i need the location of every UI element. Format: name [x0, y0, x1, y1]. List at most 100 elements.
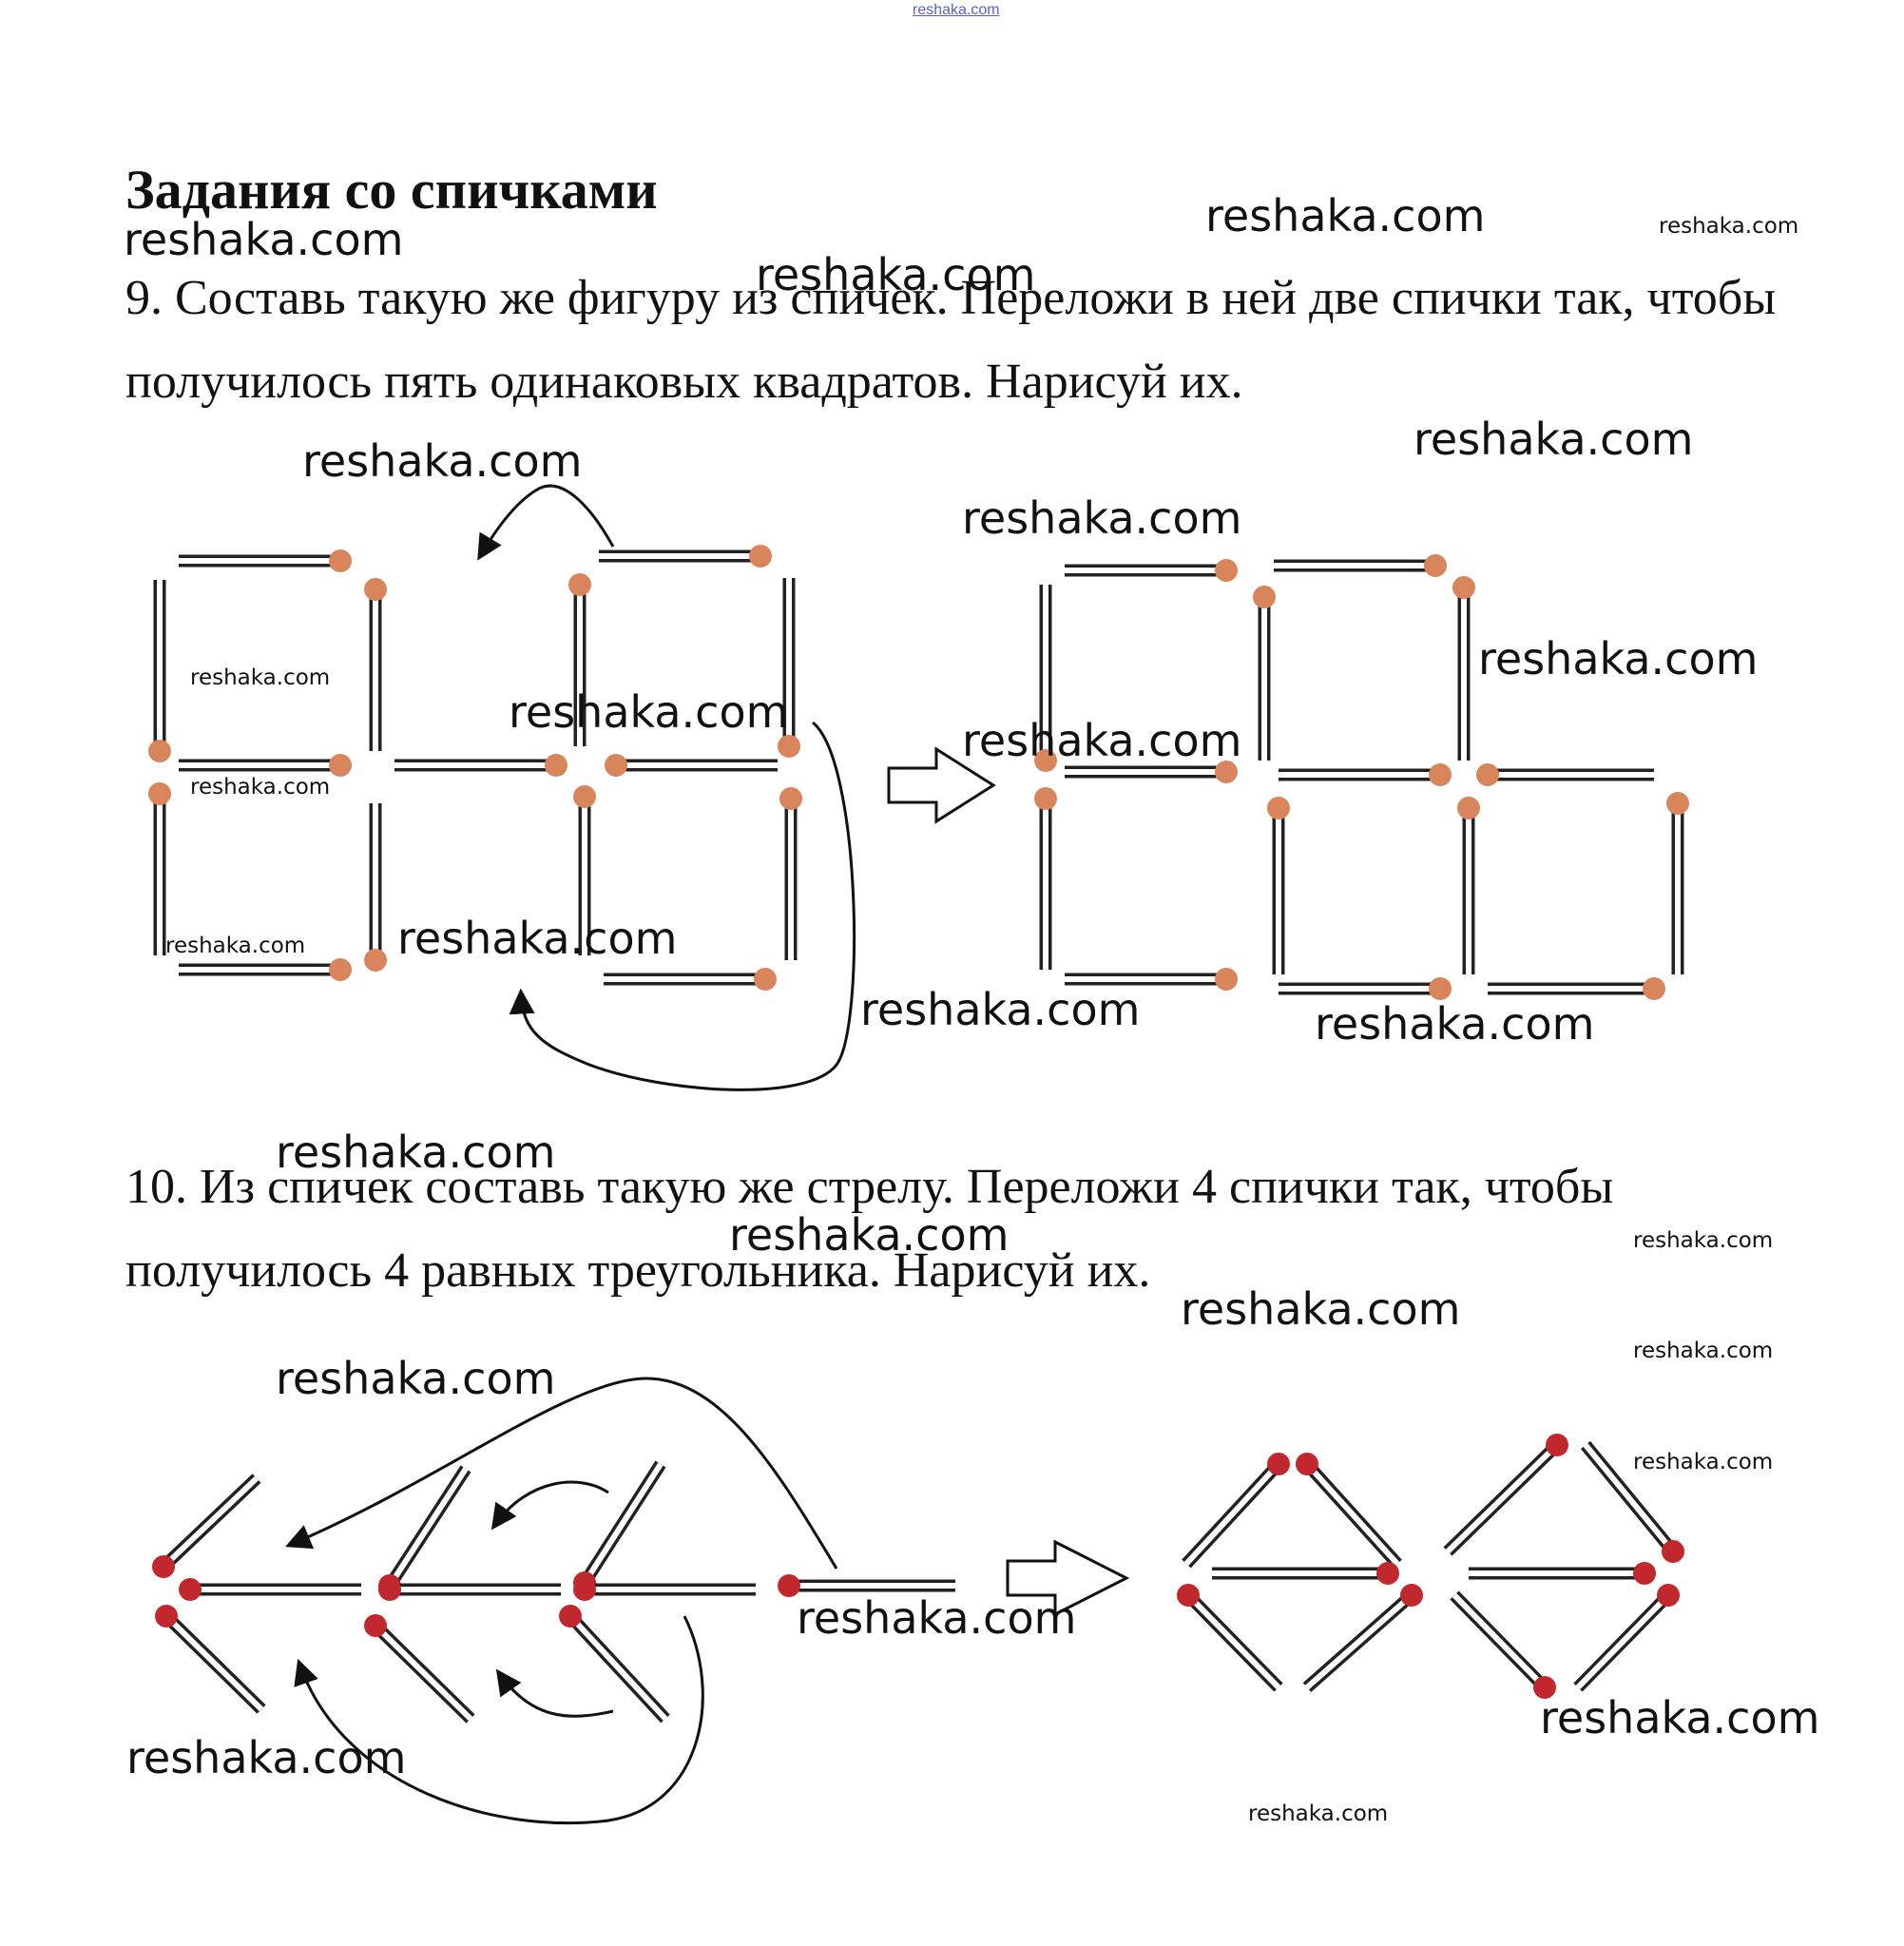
matchstick: [1177, 1584, 1279, 1687]
watermark: reshaka.com: [190, 775, 330, 800]
match-head: [1657, 1584, 1680, 1607]
watermark: reshaka.com: [1205, 190, 1485, 241]
match-head: [152, 1555, 175, 1578]
matchstick: [1296, 1453, 1397, 1564]
task10-original-arrow: [152, 1464, 955, 1719]
matchstick: [179, 549, 352, 572]
move-arrow-10-small-top: [494, 1482, 608, 1526]
matchstick: [179, 754, 352, 777]
watermark: reshaka.com: [397, 913, 677, 964]
watermark: reshaka.com: [509, 686, 788, 738]
match-head: [1034, 787, 1057, 810]
move-arrow-bottom: [521, 723, 855, 1089]
watermark: reshaka.com: [797, 1592, 1076, 1644]
task9-solution-figure: [1034, 554, 1689, 1000]
match-head: [605, 754, 627, 777]
match-head: [179, 1578, 202, 1601]
match-head: [329, 754, 352, 777]
move-arrow-10-big: [290, 1378, 837, 1569]
matchstick: [1279, 977, 1452, 1000]
match-head: [364, 578, 387, 601]
move-arrow-top: [480, 486, 613, 556]
match-head: [1643, 977, 1665, 1000]
matchstick: [1267, 797, 1290, 974]
matchstick: [1578, 1584, 1680, 1687]
match-head: [1267, 797, 1290, 819]
match-head: [364, 1614, 387, 1637]
match-head: [1296, 1453, 1318, 1475]
match-head: [148, 740, 171, 762]
match-head: [749, 545, 772, 568]
match-head: [573, 785, 596, 808]
matchstick: [394, 754, 567, 777]
matchstick: [364, 803, 387, 972]
matchstick: [179, 1578, 361, 1601]
watermark: reshaka.com: [1315, 998, 1594, 1050]
matchstick: [364, 578, 387, 751]
move-arrow-10-small-bottom: [499, 1673, 613, 1716]
matchstick: [1307, 1584, 1423, 1687]
match-head: [1429, 977, 1452, 1000]
watermark: reshaka.com: [126, 1732, 406, 1783]
match-head: [573, 1578, 596, 1601]
matchstick: [152, 1478, 257, 1578]
match-head: [1267, 1453, 1290, 1475]
watermark: reshaka.com: [756, 249, 1035, 300]
matchstick: [1469, 1562, 1656, 1585]
matchstick: [1253, 586, 1276, 761]
matchstick: [364, 1614, 471, 1719]
match-head: [155, 1605, 178, 1628]
matchstick: [1666, 792, 1689, 974]
watermark: reshaka.com: [190, 665, 330, 690]
match-head: [1400, 1584, 1423, 1607]
match-head: [754, 968, 777, 991]
match-head: [364, 949, 387, 972]
watermark: reshaka.com: [302, 435, 582, 487]
matchstick: [1186, 1453, 1290, 1564]
match-head: [568, 573, 591, 596]
matchstick: [1279, 763, 1452, 786]
match-head: [1546, 1434, 1568, 1456]
match-head: [1177, 1584, 1200, 1607]
match-head: [1424, 554, 1447, 577]
watermark: reshaka.com: [276, 1353, 555, 1404]
match-head: [1476, 763, 1499, 786]
matchstick: [599, 545, 772, 568]
matchstick: [1274, 554, 1447, 577]
match-head: [148, 782, 171, 805]
watermark: reshaka.com: [276, 1127, 555, 1178]
watermark: reshaka.com: [1659, 214, 1798, 239]
matchstick: [148, 782, 171, 955]
watermark: reshaka.com: [1633, 1228, 1773, 1253]
matchstick: [1448, 1434, 1568, 1551]
match-head: [1452, 576, 1475, 599]
match-head: [1215, 559, 1238, 582]
match-head: [329, 549, 352, 572]
matchstick: [604, 968, 777, 991]
matchstick: [1488, 977, 1665, 1000]
watermark: reshaka.com: [729, 1209, 1009, 1261]
match-head: [1253, 586, 1276, 608]
watermark: reshaka.com: [1633, 1339, 1773, 1363]
matchstick: [779, 787, 802, 960]
matchstick: [378, 1469, 466, 1597]
task10-solution-triangles: [1177, 1434, 1684, 1699]
watermark: reshaka.com: [1181, 1283, 1460, 1335]
match-head: [1457, 797, 1480, 819]
match-head: [1666, 792, 1689, 815]
matchstick: [1065, 559, 1238, 582]
match-head: [779, 787, 802, 810]
matchstick: [559, 1605, 665, 1719]
move-arrow-10-bottom: [299, 1616, 702, 1823]
match-head: [1662, 1540, 1684, 1563]
watermark: reshaka.com: [1414, 414, 1693, 465]
matchstick: [1454, 1595, 1556, 1699]
watermark: reshaka.com: [1540, 1692, 1819, 1744]
match-head: [1376, 1562, 1399, 1585]
match-head: [545, 754, 567, 777]
watermark: reshaka.com: [962, 492, 1241, 544]
matchstick: [179, 958, 352, 981]
matchstick: [148, 580, 171, 762]
watermark: reshaka.com: [962, 715, 1241, 766]
match-head: [1633, 1562, 1656, 1585]
